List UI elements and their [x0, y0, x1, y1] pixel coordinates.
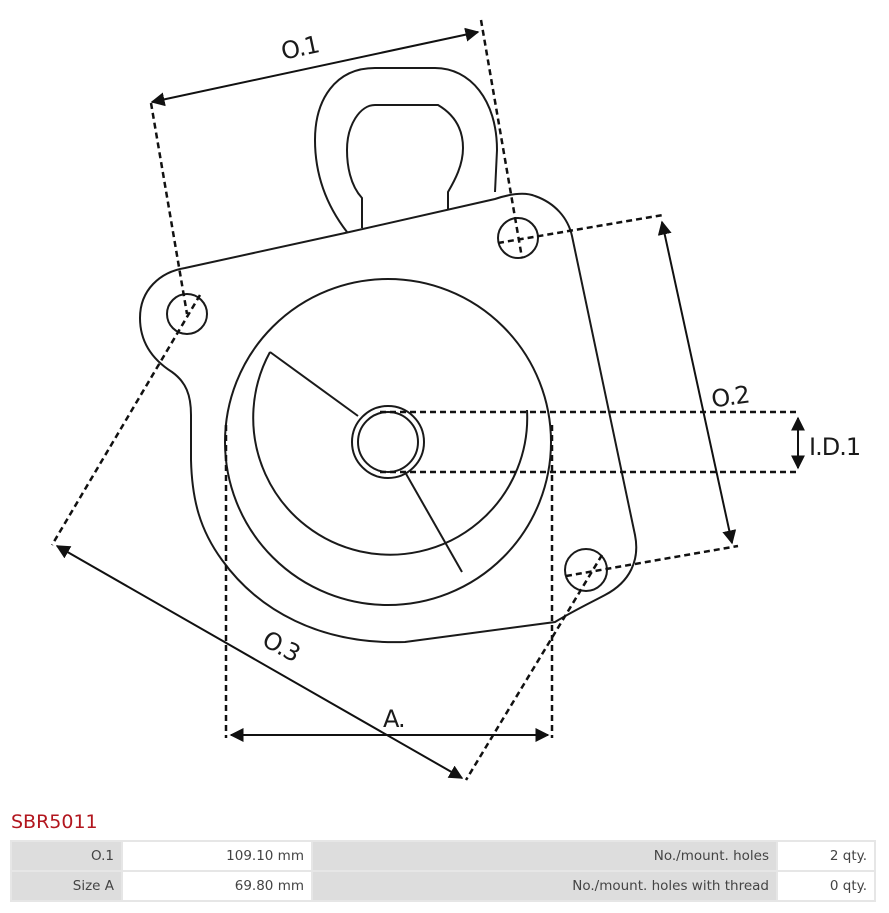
mount-holes — [166, 217, 608, 592]
dimension-arrows — [55, 27, 805, 779]
dim-label-o3: O.3 — [258, 625, 305, 667]
mount-hole-left — [166, 293, 208, 335]
top-lug-outline — [313, 67, 499, 233]
spec-value: 2 qty. — [778, 842, 874, 870]
dim-label-o2: O.2 — [710, 380, 751, 413]
pilot-circles — [224, 278, 552, 606]
construction-lines — [50, 19, 800, 781]
dim-arrow-o2 — [657, 220, 737, 545]
dim-label-id1: I.D.1 — [809, 433, 860, 461]
dim-arrow-o1 — [150, 27, 480, 107]
bore-inner — [357, 411, 419, 473]
table-row: O.1 109.10 mm No./mount. holes 2 qty. — [12, 842, 874, 870]
flange-outline — [138, 192, 638, 644]
spec-value: 109.10 mm — [123, 842, 311, 870]
sector-line-lower — [404, 471, 463, 573]
dim-label-o1: O.1 — [279, 30, 322, 65]
spec-label: No./mount. holes with thread — [313, 872, 776, 900]
flange-diagram-svg: O.1 O.2 I.D.1 O.3 A. — [50, 19, 861, 781]
bore-outer — [351, 405, 425, 479]
product-code-title: SBR5011 — [11, 811, 98, 833]
table-row: Size A 69.80 mm No./mount. holes with th… — [12, 872, 874, 900]
dim-arrow-o3 — [55, 545, 464, 779]
inner-ring-arc — [252, 351, 529, 556]
specifications-table: O.1 109.10 mm No./mount. holes 2 qty. Si… — [10, 840, 876, 902]
spec-value: 0 qty. — [778, 872, 874, 900]
technical-drawing: O.1 O.2 I.D.1 O.3 A. — [50, 19, 861, 781]
spec-value: 69.80 mm — [123, 872, 311, 900]
dim-label-a: A. — [383, 705, 405, 733]
spec-label: No./mount. holes — [313, 842, 776, 870]
spec-label: O.1 — [12, 842, 121, 870]
mount-hole-top-right — [497, 217, 539, 259]
sector-line-upper — [269, 351, 359, 417]
spec-label: Size A — [12, 872, 121, 900]
